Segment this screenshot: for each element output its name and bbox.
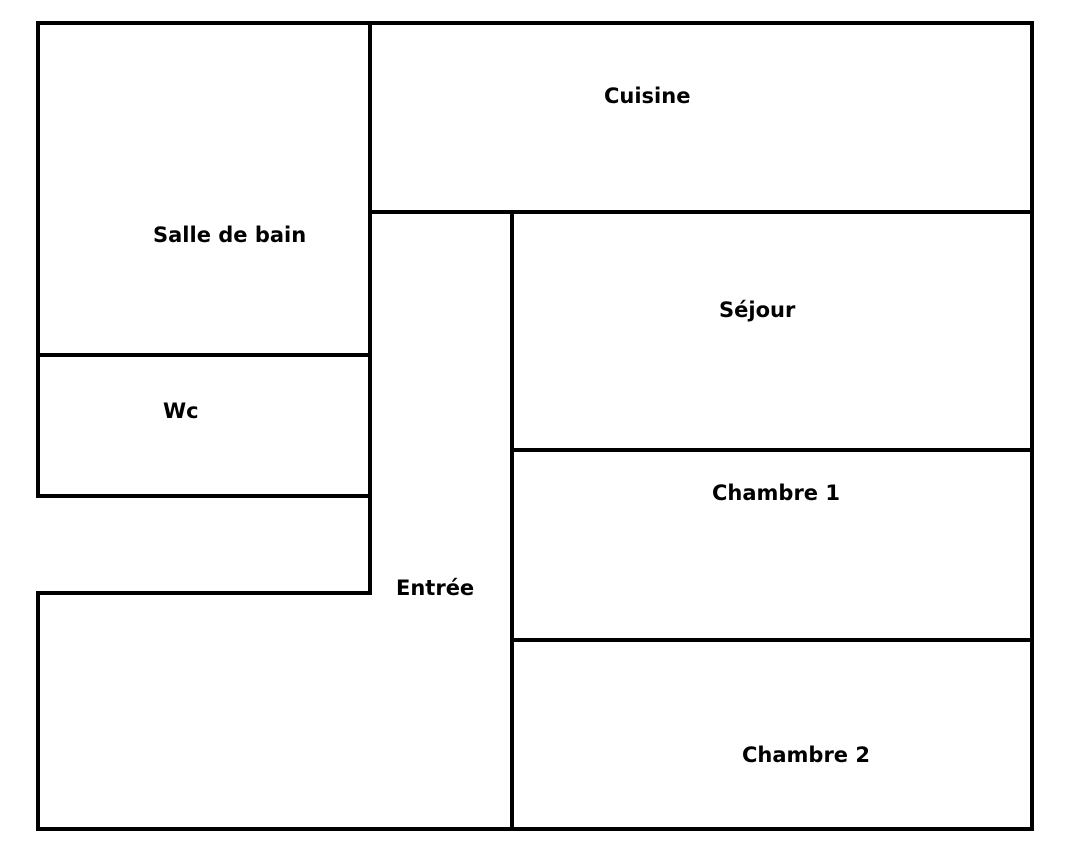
room-labels: Cuisine Salle de bain Séjour Wc Chambre … — [153, 84, 870, 767]
room-label-entree: Entrée — [396, 576, 474, 600]
room-label-chambre-2: Chambre 2 — [742, 743, 870, 767]
room-label-sejour: Séjour — [719, 298, 796, 322]
room-label-chambre-1: Chambre 1 — [712, 481, 840, 505]
outer-walls — [36, 21, 1034, 831]
interior-walls — [36, 21, 1034, 831]
room-label-salle-de-bain: Salle de bain — [153, 223, 306, 247]
room-label-cuisine: Cuisine — [604, 84, 690, 108]
room-label-wc: Wc — [163, 399, 199, 423]
